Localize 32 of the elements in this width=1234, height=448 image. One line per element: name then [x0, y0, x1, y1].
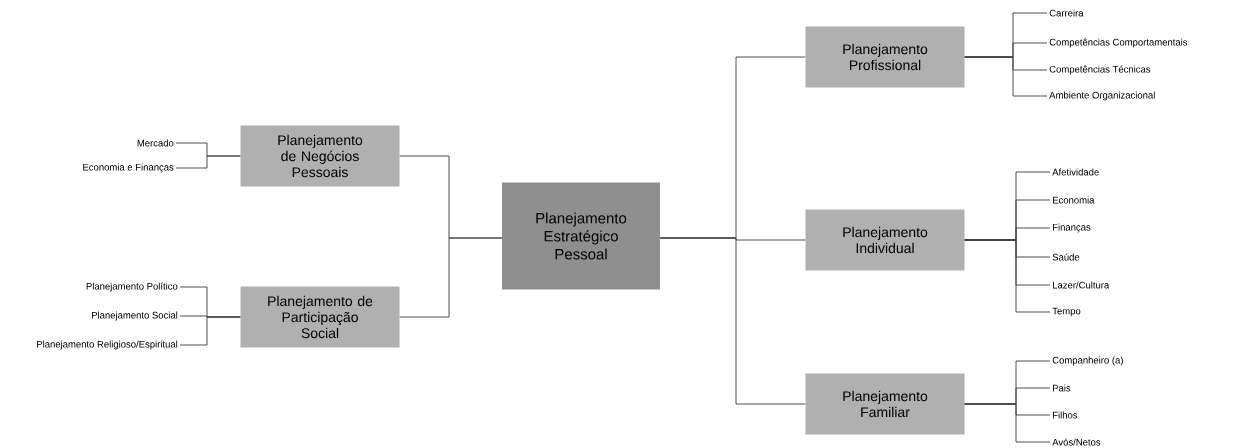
connector-line: [179, 316, 241, 346]
topic-label: Competências Técnicas: [1049, 65, 1151, 75]
topic-label: Planejamento Religioso/Espiritual: [37, 340, 178, 350]
topic-label: Economia e Finanças: [83, 163, 174, 173]
topic-label: Companheiro (a): [1052, 356, 1123, 366]
category-box: Planejamento Individual: [805, 209, 965, 271]
topic-label: Carreira: [1049, 9, 1084, 17]
topic-label: Mercado: [137, 139, 174, 147]
topic-label: Avós/Netos: [1052, 438, 1101, 446]
category-box: Planejamento de Negócios Pessoais: [240, 125, 400, 187]
topic-label: Pais: [1053, 384, 1071, 392]
category-box: Planejamento Profissional: [805, 26, 965, 88]
topic-label: Ambiente Organizacional: [1049, 91, 1155, 101]
topic-label: Competências Comportamentais: [1049, 38, 1188, 48]
root-box: Planejamento Estratégico Pessoal: [502, 182, 660, 290]
connector-line: [659, 237, 806, 405]
connector-line: [964, 56, 1048, 97]
category-box: Planejamento Familiar: [805, 373, 965, 435]
topic-label: Economia: [1053, 196, 1095, 204]
connector-line: [964, 403, 1051, 443]
topic-label: Lazer/Cultura: [1053, 281, 1110, 289]
category-box: Planejamento de Participação Social: [240, 286, 400, 348]
topic-label: Saúde: [1052, 253, 1080, 261]
connector-line: [964, 239, 1051, 313]
topic-label: Afetividade: [1052, 168, 1099, 176]
topic-label: Finanças: [1053, 223, 1091, 233]
connector-line: [399, 237, 503, 318]
topic-label: Tempo: [1052, 307, 1081, 317]
topic-label: Planejamento Social: [92, 311, 178, 321]
topic-label: Planejamento Político: [86, 282, 178, 292]
connector-line: [175, 155, 241, 169]
topic-label: Filhos: [1053, 411, 1078, 419]
